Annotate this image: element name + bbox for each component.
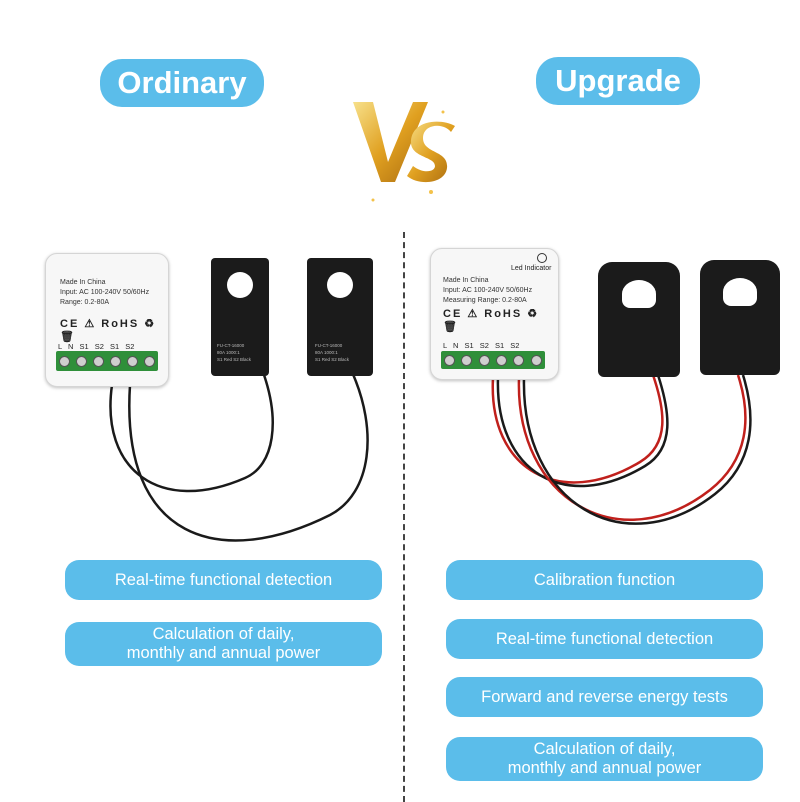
feature-power-calculation: Calculation of daily, monthly and annual… (65, 622, 382, 666)
divider (403, 232, 405, 802)
terminal-labels: L N S1 S2 S1 S2 (443, 341, 520, 350)
feature-realtime-detection: Real-time functional detection (446, 619, 763, 659)
ordinary-header: Ordinary (100, 59, 264, 107)
feature-realtime-detection: Real-time functional detection (65, 560, 382, 600)
ct-label: FU-CT-16000 80A 1000:1 S1 Red S2 Black (315, 343, 350, 362)
led-indicator-icon (537, 253, 547, 263)
energy-meter-module-ordinary: Made In China Input: AC 100-240V 50/60Hz… (45, 253, 169, 387)
feature-energy-tests: Forward and reverse energy tests (446, 677, 763, 717)
cert-icons: CE ⚠ RoHS ♻ 🗑 (60, 318, 157, 343)
cert-icons: CE ⚠ RoHS ♻ 🗑 (443, 308, 540, 333)
feature-power-calculation: Calculation of daily, monthly and annual… (446, 737, 763, 781)
terminal-block (56, 351, 158, 371)
device-specs: Made In China Input: AC 100-240V 50/60Hz… (443, 277, 533, 304)
vs-logo (353, 102, 455, 202)
energy-meter-module-upgrade: Led Indicator Made In China Input: AC 10… (430, 248, 559, 380)
feature-calibration: Calibration function (446, 560, 763, 600)
terminal-block (441, 351, 545, 369)
ct-label: FU-CT-16000 80A 1000:1 S1 Red S2 Black (217, 343, 252, 362)
ct-clamp-2 (700, 260, 780, 375)
ct-clamp-1 (598, 262, 680, 377)
ct-clamp-2: FU-CT-16000 80A 1000:1 S1 Red S2 Black (307, 258, 373, 376)
terminal-labels: L N S1 S2 S1 S2 (58, 342, 135, 351)
ct-clamp-1: FU-CT-16000 80A 1000:1 S1 Red S2 Black (211, 258, 269, 376)
upgrade-header: Upgrade (536, 57, 700, 105)
device-specs: Made In China Input: AC 100-240V 50/60Hz… (60, 279, 150, 306)
led-indicator-label: Led Indicator (511, 265, 552, 272)
